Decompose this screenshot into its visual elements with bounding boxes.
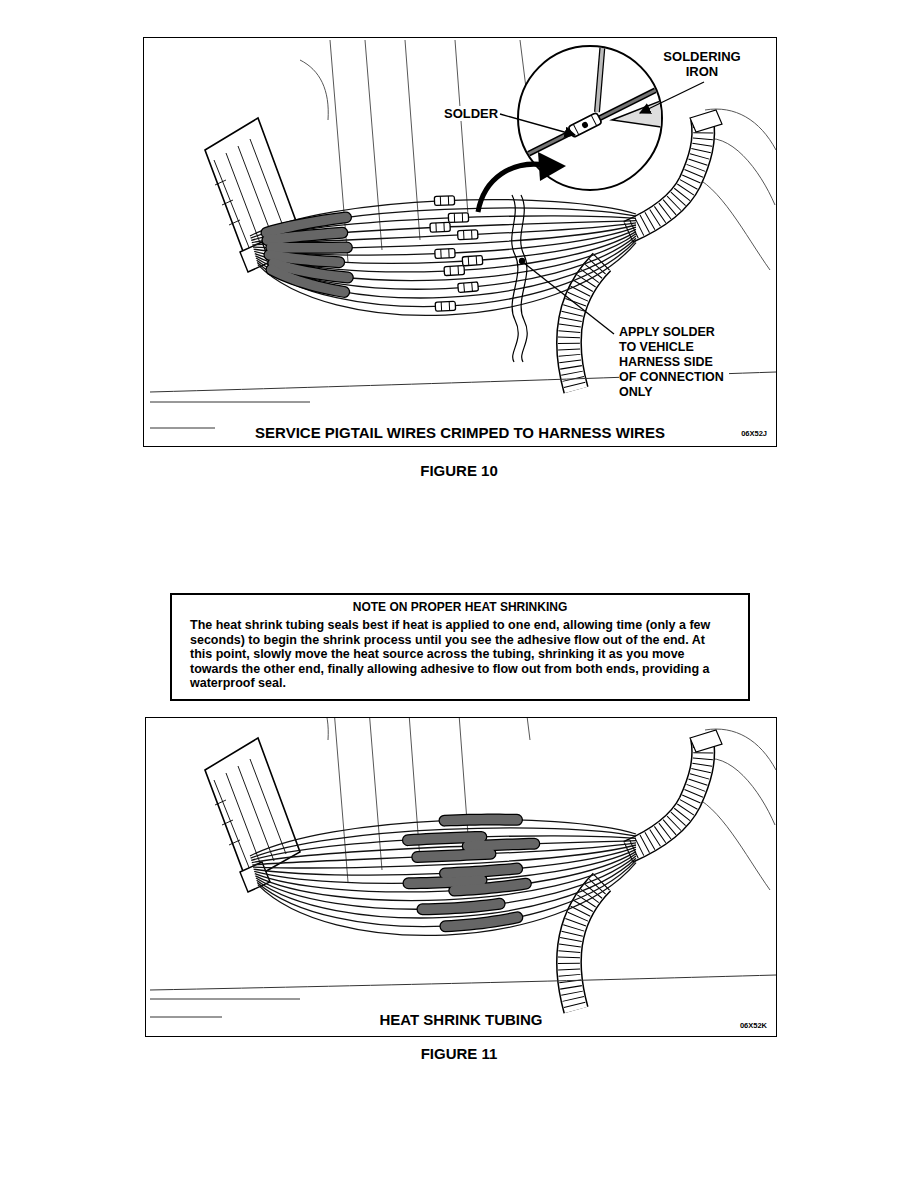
crimp-band [476, 256, 478, 265]
crimp-body [435, 301, 455, 311]
wire [256, 856, 636, 909]
crimp-band [448, 196, 449, 205]
figure-caption: SERVICE PIGTAIL WIRES CRIMPED TO HARNESS… [252, 424, 668, 441]
heat-shrink-tube [267, 233, 342, 240]
crimp-band [471, 282, 473, 291]
crimp-connector [434, 196, 454, 206]
instruction-note: APPLY SOLDER TO VEHICLE HARNESS SIDE OF … [619, 325, 729, 400]
wire [257, 860, 636, 926]
crimp-body [435, 248, 455, 258]
crimp-band [435, 223, 436, 232]
figure-caption: HEAT SHRINK TUBING [376, 1011, 545, 1028]
crimp-band [462, 213, 463, 222]
note-heading: NOTE ON PROPER HEAT SHRINKING [190, 600, 730, 615]
figure-number: FIGURE 11 [359, 1045, 559, 1063]
heat-shrink-tube [408, 880, 481, 883]
heat-shrink-tube [445, 869, 517, 874]
crimp-body [444, 266, 464, 276]
heat-shrink-tube [445, 917, 517, 926]
crimp-band [441, 302, 442, 311]
figure-number: FIGURE 10 [359, 462, 559, 480]
note-body: The heat shrink tubing seals best if hea… [190, 618, 730, 691]
heat-shrink-tube [271, 241, 347, 253]
crimp-band [440, 196, 441, 205]
figure-code: 06X52K [737, 1021, 770, 1030]
vehicle-scene [205, 718, 776, 1010]
crimp-body [448, 213, 468, 223]
crimp-connector [458, 230, 478, 240]
wire [257, 858, 636, 918]
figure-frame: HEAT SHRINK TUBING 06X52K [145, 717, 777, 1037]
heat-shrink-tube [468, 844, 535, 846]
wire [257, 238, 636, 298]
note-box: NOTE ON PROPER HEAT SHRINKING The heat sh… [170, 593, 750, 701]
heat-shrink-tube [271, 243, 347, 253]
wire [251, 828, 636, 858]
heat-shrink-tube [445, 869, 517, 874]
heat-shrink-tube [408, 837, 481, 840]
heat-shrink-tube [417, 854, 490, 857]
heat-shrink-tube [408, 837, 481, 840]
heat-shrink-tube [445, 820, 518, 821]
wire [254, 847, 636, 875]
wire [255, 854, 636, 901]
wire [254, 849, 636, 883]
wire [257, 240, 636, 306]
wire [258, 243, 636, 316]
crimp-connector [462, 256, 483, 266]
crimp-connector [448, 213, 468, 223]
heat-shrink-tube [408, 880, 481, 883]
wire [258, 863, 636, 936]
crimp-band [443, 223, 444, 232]
figure-code: 06X52J [738, 429, 770, 438]
crimp-connector [435, 301, 455, 311]
figure-10-art [150, 40, 776, 428]
wire [254, 229, 636, 263]
heat-shrink-tube [445, 917, 517, 926]
crimp-connector [444, 266, 464, 276]
heat-shrink-tube [417, 854, 490, 857]
crimp-body [462, 256, 483, 266]
crimp-band [450, 266, 452, 275]
wire [253, 845, 636, 868]
heat-shrink-tube [468, 844, 535, 846]
figure-11-art [150, 718, 776, 1017]
crimp-band [458, 266, 460, 275]
part-label: SOLDERING IRON [652, 49, 752, 79]
crimp-body [434, 196, 454, 206]
crimp-band [449, 302, 450, 311]
part-label: SOLDER [444, 106, 498, 121]
crimp-band [463, 230, 464, 239]
break-lines [512, 195, 528, 362]
crimp-band [468, 256, 470, 265]
crimp-body [458, 230, 478, 240]
heat-shrink-tube [267, 233, 342, 240]
heat-shrink-tube [422, 904, 499, 909]
crimp-band [448, 249, 449, 258]
heat-shrink-tube [445, 820, 518, 821]
crimp-band [463, 283, 465, 292]
crimp-band [440, 249, 441, 258]
heat-shrink-tube [454, 884, 526, 891]
crimp-band [471, 230, 472, 239]
crimp-band [454, 213, 455, 222]
leader-lines [478, 82, 704, 334]
magnifier [518, 40, 668, 190]
heat-shrink-tube [422, 904, 499, 909]
heat-shrink-tube [271, 270, 344, 292]
crimp-body [430, 222, 450, 232]
crimp-connector [435, 248, 455, 258]
crimp-body [458, 282, 479, 293]
crimp-connector [458, 282, 479, 293]
crimp-connector [430, 222, 450, 232]
